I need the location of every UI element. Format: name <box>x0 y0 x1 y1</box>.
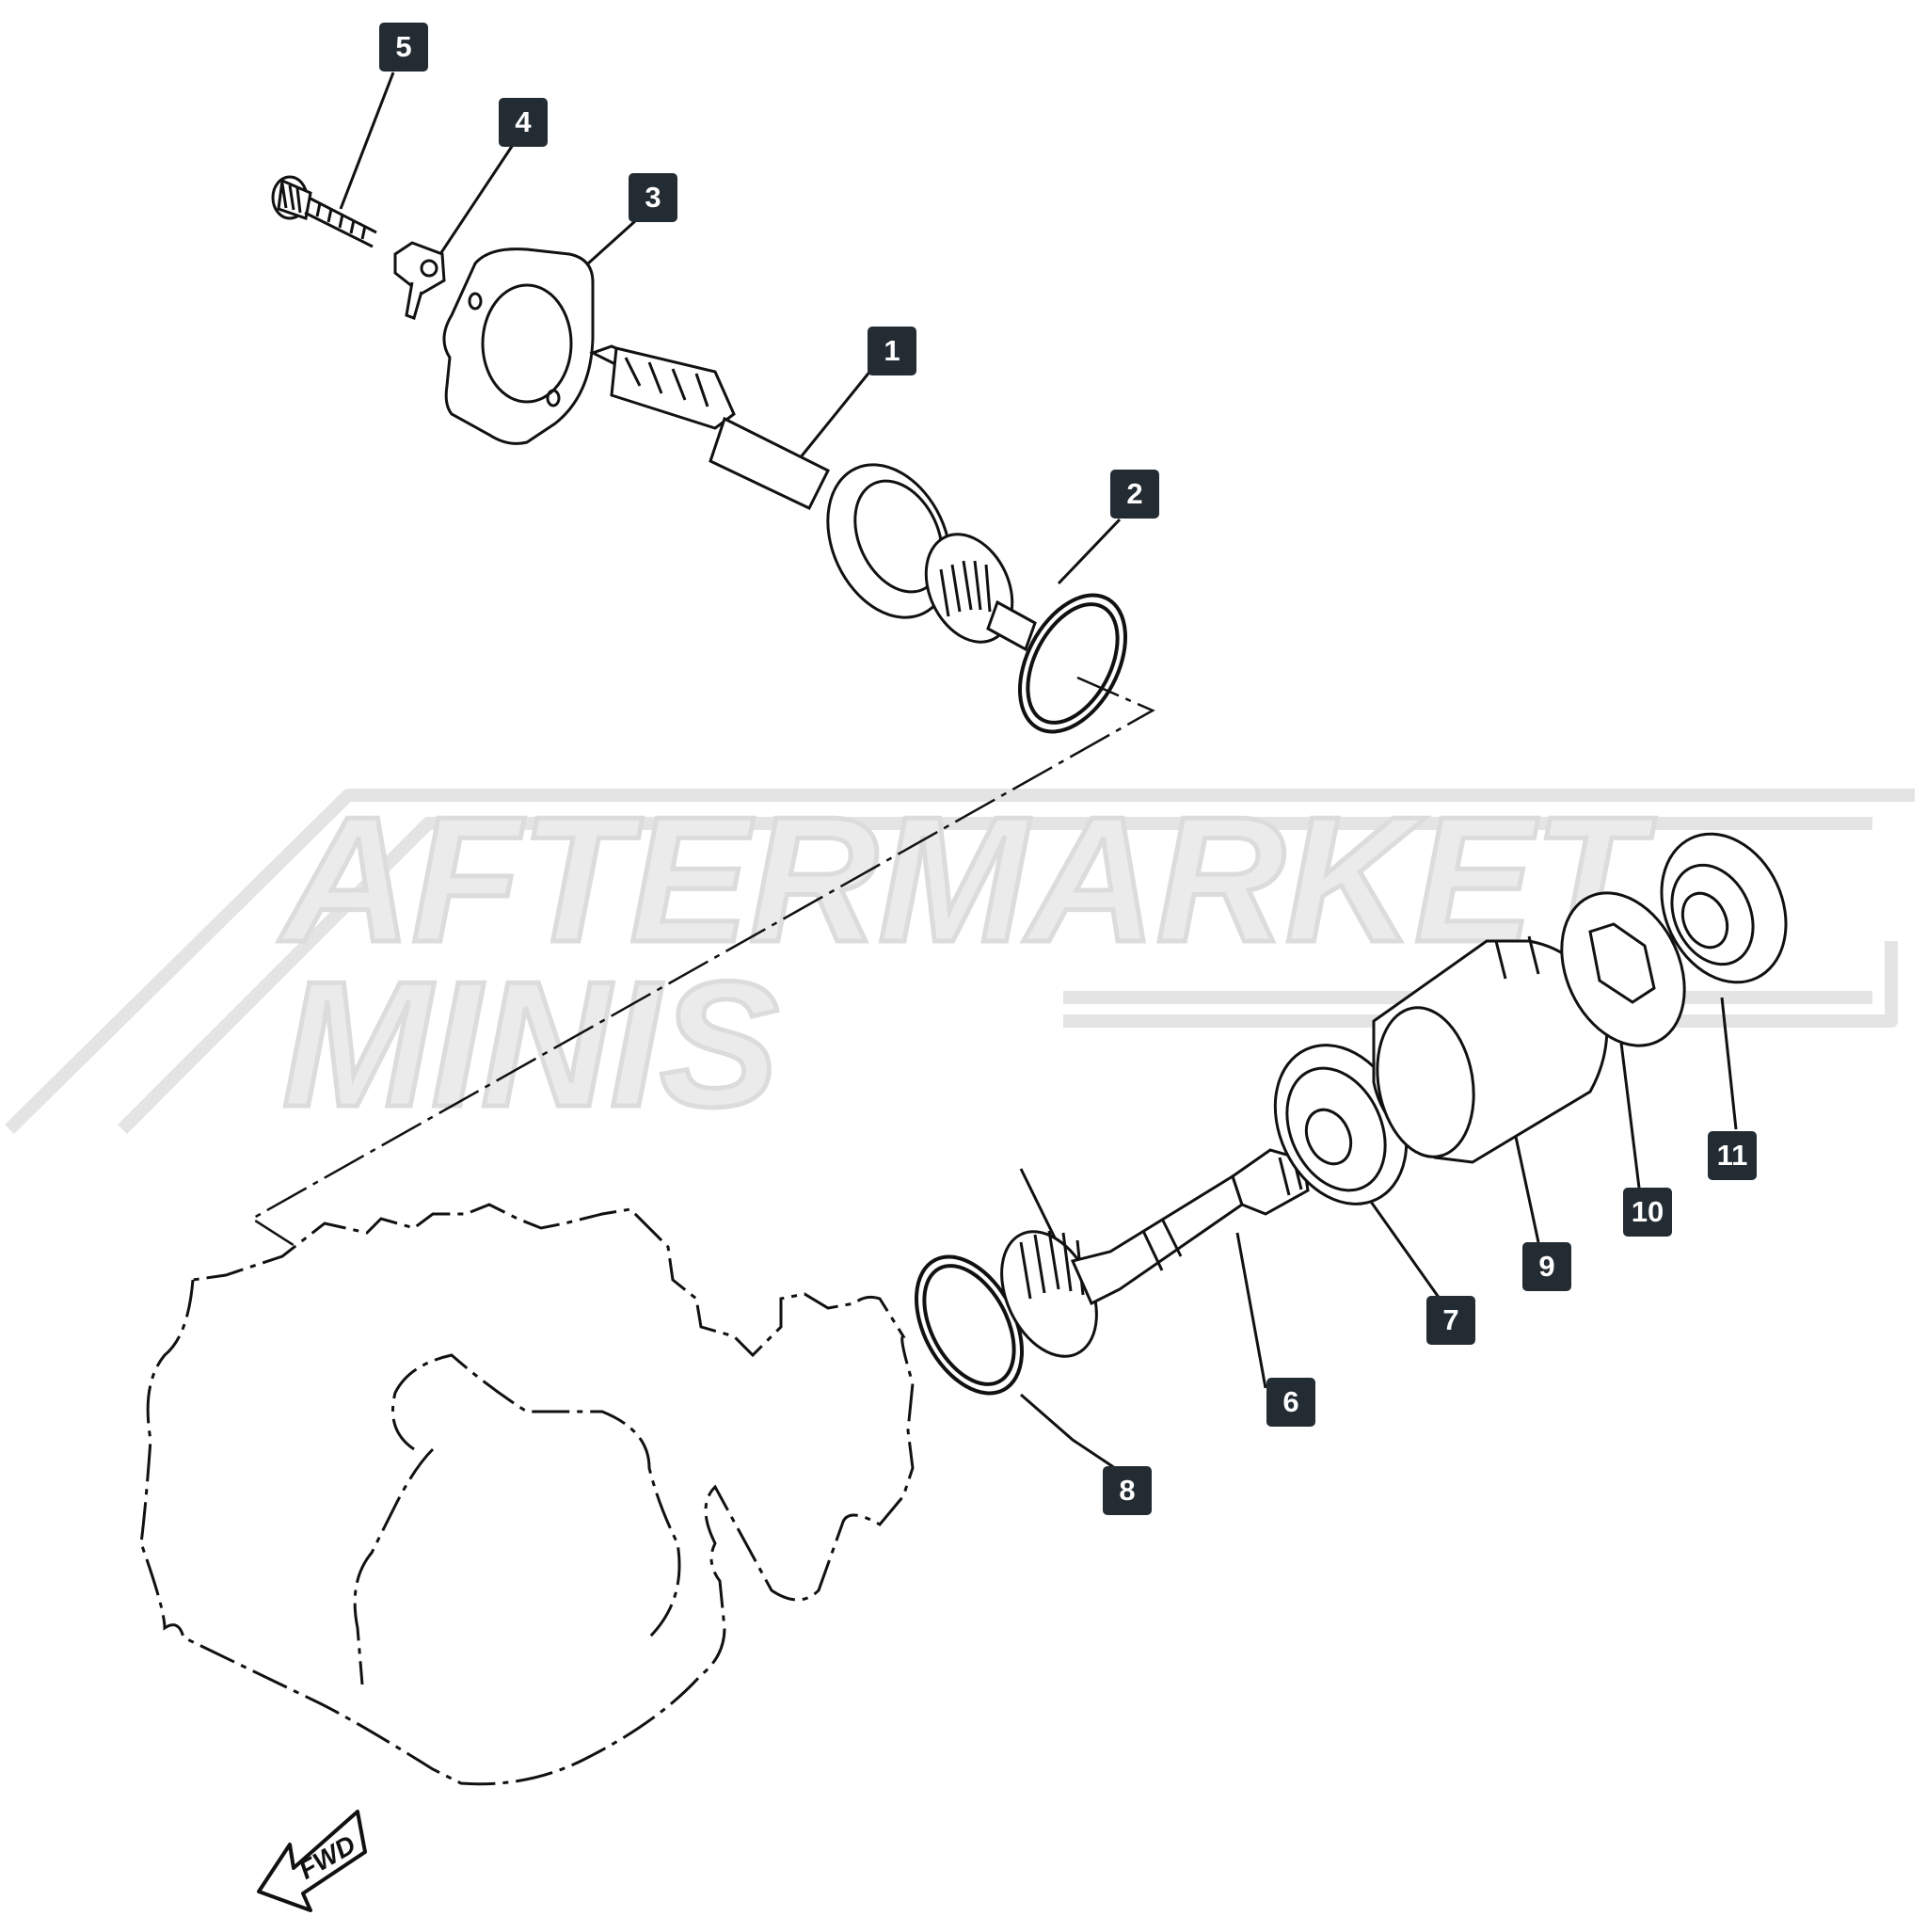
callout-3[interactable]: 3 <box>629 173 677 222</box>
callout-5[interactable]: 5 <box>379 23 428 72</box>
forward-arrow-icon: FWD <box>257 1810 367 1912</box>
assembly-guide-line <box>249 676 1155 1249</box>
engine-case-outline <box>139 1203 915 1786</box>
part-3-plate <box>442 247 595 445</box>
callout-7[interactable]: 7 <box>1426 1296 1475 1345</box>
part-9-sleeve <box>1372 935 1609 1164</box>
callout-9[interactable]: 9 <box>1522 1242 1571 1291</box>
part-5-screw <box>271 175 377 248</box>
part-2-circlip <box>1017 593 1128 734</box>
callout-8[interactable]: 8 <box>1103 1466 1152 1515</box>
callout-4[interactable]: 4 <box>499 98 548 147</box>
part-1-shaft <box>589 344 1037 652</box>
callout-11[interactable]: 11 <box>1708 1131 1757 1180</box>
watermark-logo: AFTERMARKET MINIS <box>5 778 1915 1147</box>
callout-2[interactable]: 2 <box>1110 470 1159 519</box>
part-6-shaft <box>1000 1148 1310 1358</box>
callout-10[interactable]: 10 <box>1623 1188 1672 1237</box>
part-4-clip <box>393 241 446 320</box>
watermark-line1: AFTERMARKET <box>279 780 1656 980</box>
callout-1[interactable]: 1 <box>868 327 916 375</box>
callout-6[interactable]: 6 <box>1266 1378 1315 1427</box>
part-11-bearing <box>1660 832 1788 984</box>
watermark-line2: MINIS <box>282 945 779 1144</box>
part-10-washer <box>1560 891 1686 1047</box>
